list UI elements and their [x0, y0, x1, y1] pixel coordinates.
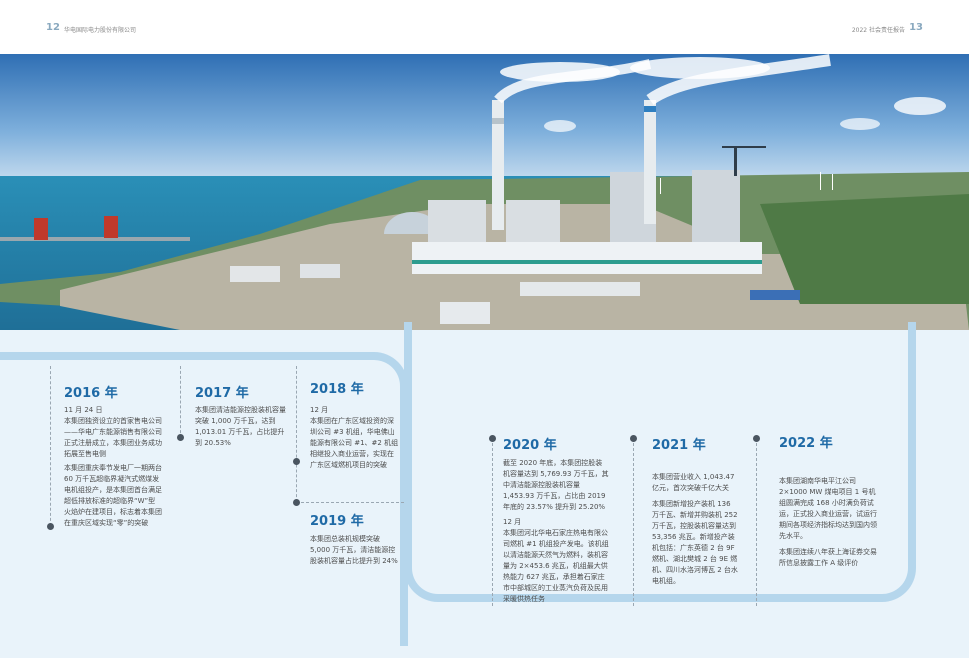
timeline-connector	[296, 502, 404, 503]
year-2016: 2016 年	[64, 386, 118, 401]
event-2020: 截至 2020 年底，本集团控股装机容量达到 5,769.93 万千瓦，其中清洁…	[503, 458, 609, 605]
power-plant-photo	[0, 54, 969, 330]
event-2022: 本集团湖南华电平江公司 2×1000 MW 煤电项目 1 号机组圆满完成 168…	[779, 476, 879, 569]
timeline-panel: 2016 年 11 月 24 日 本集团独资设立的首家售电公司——华电广东能源销…	[0, 322, 969, 658]
event-2016-date: 11 月 24 日	[64, 406, 103, 414]
event-2019: 本集团总装机规模突破 5,000 万千瓦，清洁能源控股装机容量占比提升到 24%	[310, 534, 400, 567]
timeline-dot	[753, 435, 760, 442]
event-2020-date: 12 月	[503, 518, 522, 526]
page-header: 12 华电国际电力股份有限公司 2022 社会责任报告 13	[0, 0, 969, 54]
year-2018: 2018 年	[310, 382, 364, 397]
timeline-connector	[180, 366, 181, 438]
event-2022-text-2: 本集团连续八年获上海证券交易所信息披露工作 A 级评价	[779, 548, 877, 567]
timeline-dot	[293, 458, 300, 465]
timeline-connector	[50, 366, 51, 526]
event-2017: 本集团清洁能源控股装机容量突破 1,000 万千瓦，达到 1,013.01 万千…	[195, 405, 287, 449]
power-plant-illustration	[0, 54, 969, 330]
timeline-connector	[633, 438, 634, 606]
year-2022: 2022 年	[779, 436, 833, 451]
event-2020-text-1: 截至 2020 年底，本集团控股装机容量达到 5,769.93 万千瓦，其中清洁…	[503, 459, 609, 511]
event-2019-text: 本集团总装机规模突破 5,000 万千瓦，清洁能源控股装机容量占比提升到 24%	[310, 535, 398, 565]
event-2022-text-1: 本集团湖南华电平江公司 2×1000 MW 煤电项目 1 号机组圆满完成 168…	[779, 477, 877, 540]
year-2019: 2019 年	[310, 514, 364, 529]
year-2017: 2017 年	[195, 386, 249, 401]
event-2021-text-1: 本集团营业收入 1,043.47 亿元，首次突破千亿大关	[652, 473, 735, 492]
year-2021: 2021 年	[652, 438, 706, 453]
event-2018: 12 月 本集团在广东区域投资的深圳公司 #3 机组，华电佛山能源有限公司 #1…	[310, 405, 400, 471]
timeline-dot	[489, 435, 496, 442]
event-2016: 11 月 24 日 本集团独资设立的首家售电公司——华电广东能源销售有限公司正式…	[64, 405, 162, 529]
event-2017-text: 本集团清洁能源控股装机容量突破 1,000 万千瓦，达到 1,013.01 万千…	[195, 406, 286, 447]
event-2021-text-2: 本集团新增投产装机 136 万千瓦、新增并购装机 252 万千瓦，控股装机容量达…	[652, 500, 738, 585]
timeline-track-right	[404, 322, 916, 602]
event-2018-text: 本集团在广东区域投资的深圳公司 #3 机组，华电佛山能源有限公司 #1、#2 机…	[310, 417, 399, 469]
left-header-title: 华电国际电力股份有限公司	[64, 27, 137, 34]
timeline-connector	[492, 438, 493, 606]
right-header-title: 2022 社会责任报告	[851, 27, 905, 34]
event-2018-date: 12 月	[310, 406, 329, 414]
right-page-number: 13	[909, 22, 923, 33]
event-2020-text-2: 本集团河北华电石家庄热电有限公司燃机 #1 机组投产发电。该机组以清洁能源天然气…	[503, 529, 609, 603]
timeline-dot	[47, 523, 54, 530]
timeline-connector	[756, 438, 757, 606]
timeline-dot	[630, 435, 637, 442]
timeline-dot	[177, 434, 184, 441]
timeline-dot	[293, 499, 300, 506]
event-2021: 本集团营业收入 1,043.47 亿元，首次突破千亿大关 本集团新增投产装机 1…	[652, 472, 738, 587]
event-2016-text-2: 本集团重庆奉节发电厂一期两台 60 万千瓦超临界凝汽式燃煤发电机组投产，是本集团…	[64, 464, 162, 527]
left-page-number: 12	[46, 22, 60, 33]
year-2020: 2020 年	[503, 438, 557, 453]
timeline-connector	[296, 366, 297, 502]
event-2016-text-1: 本集团独资设立的首家售电公司——华电广东能源销售有限公司正式注册成立，本集团业务…	[64, 417, 162, 458]
